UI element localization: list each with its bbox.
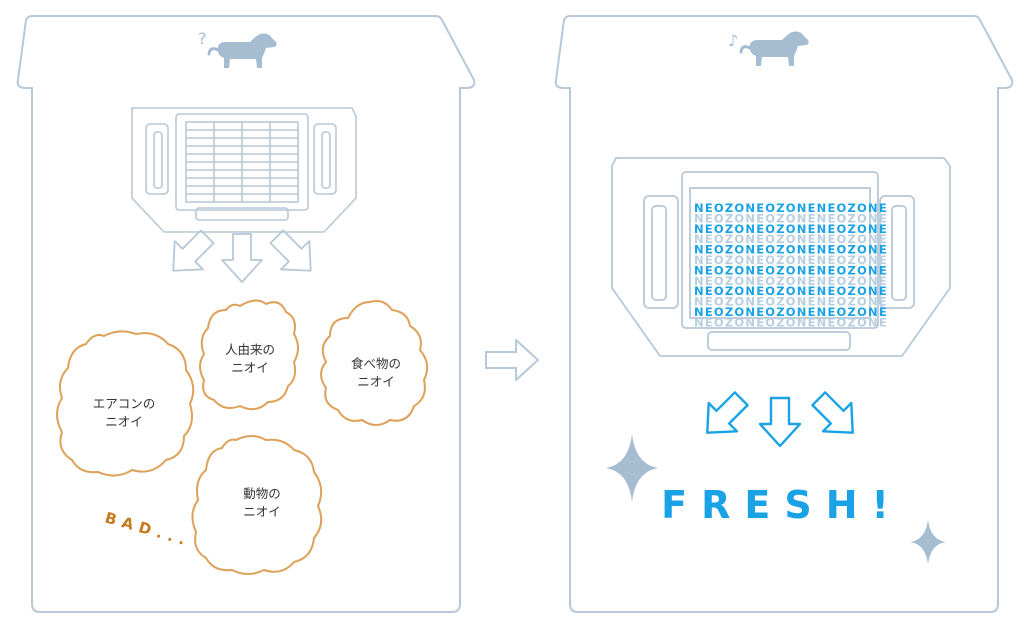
smell-aircon-line2: ニオイ	[105, 414, 143, 429]
smell-human-blob: 人由来の ニオイ	[199, 299, 299, 411]
neozone-filter: NEOZONEOZONENEOZONENEOZONEOZONENEOZONENE…	[694, 201, 888, 329]
neozone-text-line: NEOZONEOZONENEOZONE	[694, 253, 888, 267]
neozone-text-line: NEOZONEOZONENEOZONE	[694, 295, 888, 309]
neozone-text-line: NEOZONEOZONENEOZONE	[694, 274, 888, 288]
neozone-text-line: NEOZONEOZONENEOZONE	[694, 243, 888, 257]
smell-food-line1: 食べ物の	[351, 356, 401, 371]
smell-human-line1: 人由来の	[225, 342, 275, 357]
after-panel-frame	[554, 15, 1014, 613]
smell-animal-line2: ニオイ	[243, 504, 281, 519]
neozone-text-line: NEOZONEOZONENEOZONE	[694, 315, 888, 329]
smell-animal-line1: 動物の	[243, 486, 281, 501]
fresh-label: FRESH!	[661, 483, 903, 527]
before-dog-mark: ?	[198, 29, 207, 48]
neozone-text-line: NEOZONEOZONENEOZONE	[694, 263, 888, 277]
before-panel: ?	[16, 15, 476, 613]
neozone-text-line: NEOZONEOZONENEOZONE	[694, 305, 888, 319]
smell-human-line2: ニオイ	[231, 360, 269, 375]
neozone-text-line: NEOZONEOZONENEOZONE	[694, 232, 888, 246]
smell-aircon-line1: エアコンの	[93, 396, 156, 411]
neozone-text-line: NEOZONEOZONENEOZONE	[694, 222, 888, 236]
before-panel-frame	[16, 15, 476, 613]
smell-food-blob: 食べ物の ニオイ	[320, 300, 429, 426]
smell-animal-blob: 動物の ニオイ	[191, 435, 323, 575]
smell-food-line2: ニオイ	[357, 374, 395, 389]
before-air-conditioner-icon	[131, 107, 357, 233]
after-panel: ♪ NEOZONEOZONENEOZONENEOZONEOZONENEOZONE…	[554, 15, 1014, 613]
after-dog-mark: ♪	[728, 31, 738, 50]
neozone-text-line: NEOZONEOZONENEOZONE	[694, 201, 888, 215]
right-arrow-icon	[485, 339, 539, 381]
neozone-text-line: NEOZONEOZONENEOZONE	[694, 284, 888, 298]
neozone-text-line: NEOZONEOZONENEOZONE	[694, 211, 888, 225]
smell-aircon-blob: エアコンの ニオイ	[56, 330, 195, 477]
after-air-conditioner-icon	[611, 157, 951, 357]
